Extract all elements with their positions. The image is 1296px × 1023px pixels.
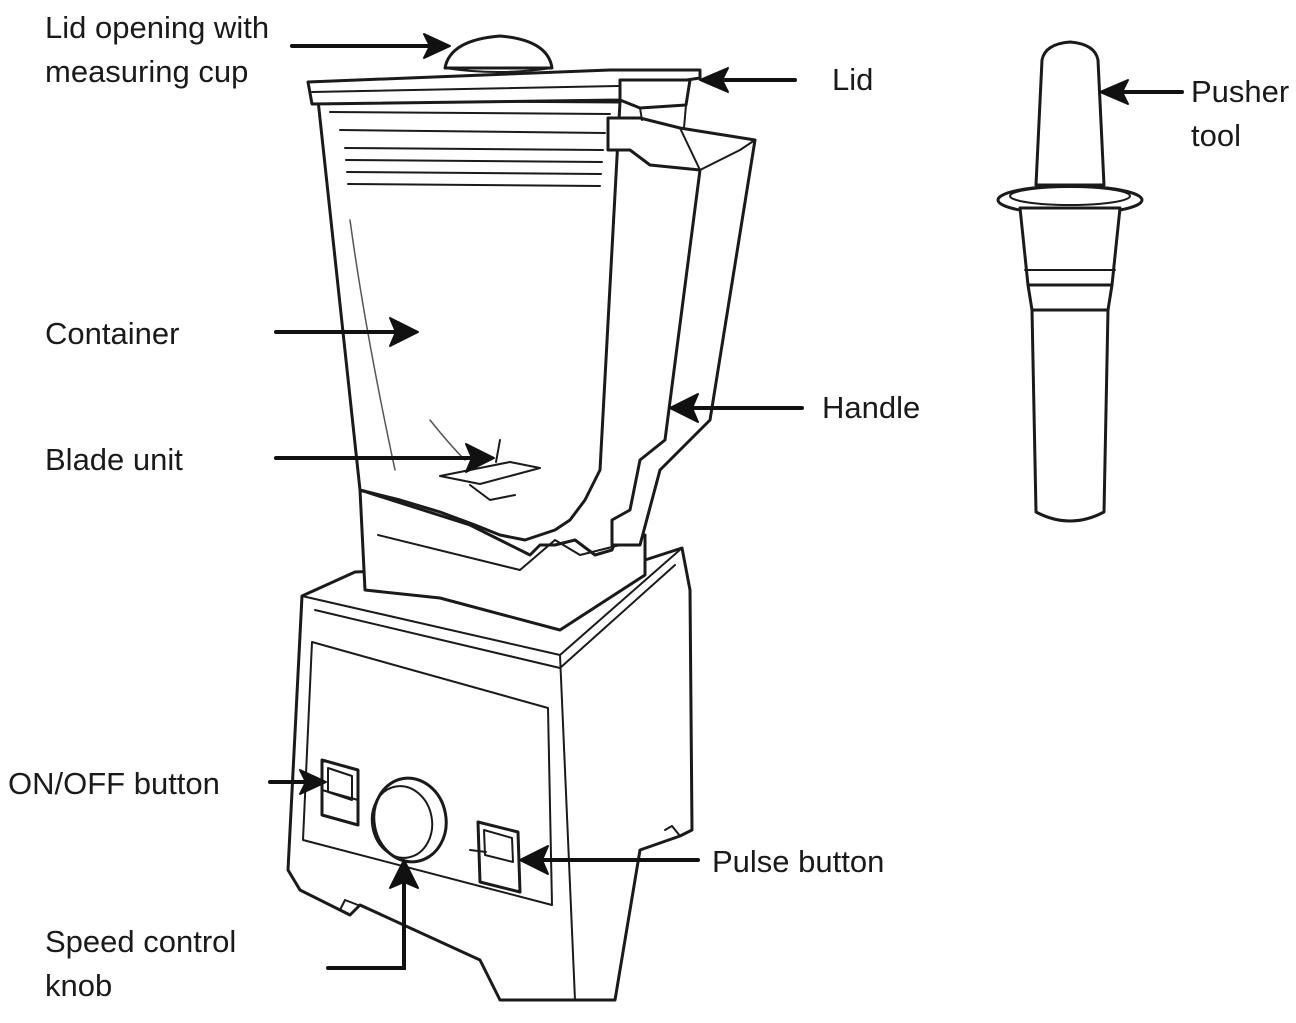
lid [306,34,702,129]
container [316,98,757,632]
label-speed-line2: knob [45,968,113,1003]
label-speed-line1: Speed control [45,924,237,959]
label-pusher-line2: tool [1191,118,1241,153]
label-blade-text: Blade unit [45,442,183,477]
motor-base [286,546,694,1002]
speed-knob [370,776,448,864]
label-lid-text: Lid [832,62,874,97]
label-speed: Speed control knob [45,920,236,1008]
label-onoff-text: ON/OFF button [8,766,220,801]
label-pulse: Pulse button [712,840,884,884]
label-lid: Lid [832,58,873,102]
label-pusher: Pusher tool [1191,70,1289,158]
label-pulse-text: Pulse button [712,844,885,879]
label-handle: Handle [822,386,920,430]
leader-arrows [268,33,1184,970]
pusher-tool [996,40,1144,523]
on-off-switch [320,758,360,827]
label-container-text: Container [45,316,180,351]
label-onoff: ON/OFF button [8,762,220,806]
pulse-switch [469,820,522,894]
label-pusher-line1: Pusher [1191,74,1290,109]
arrow-speed [326,880,406,970]
label-container: Container [45,312,179,356]
label-blade: Blade unit [45,438,183,482]
label-lid-opening: Lid opening with measuring cup [45,6,269,94]
label-lid-opening-line2: measuring cup [45,54,249,89]
label-handle-text: Handle [822,390,921,425]
label-lid-opening-line1: Lid opening with [45,10,270,45]
